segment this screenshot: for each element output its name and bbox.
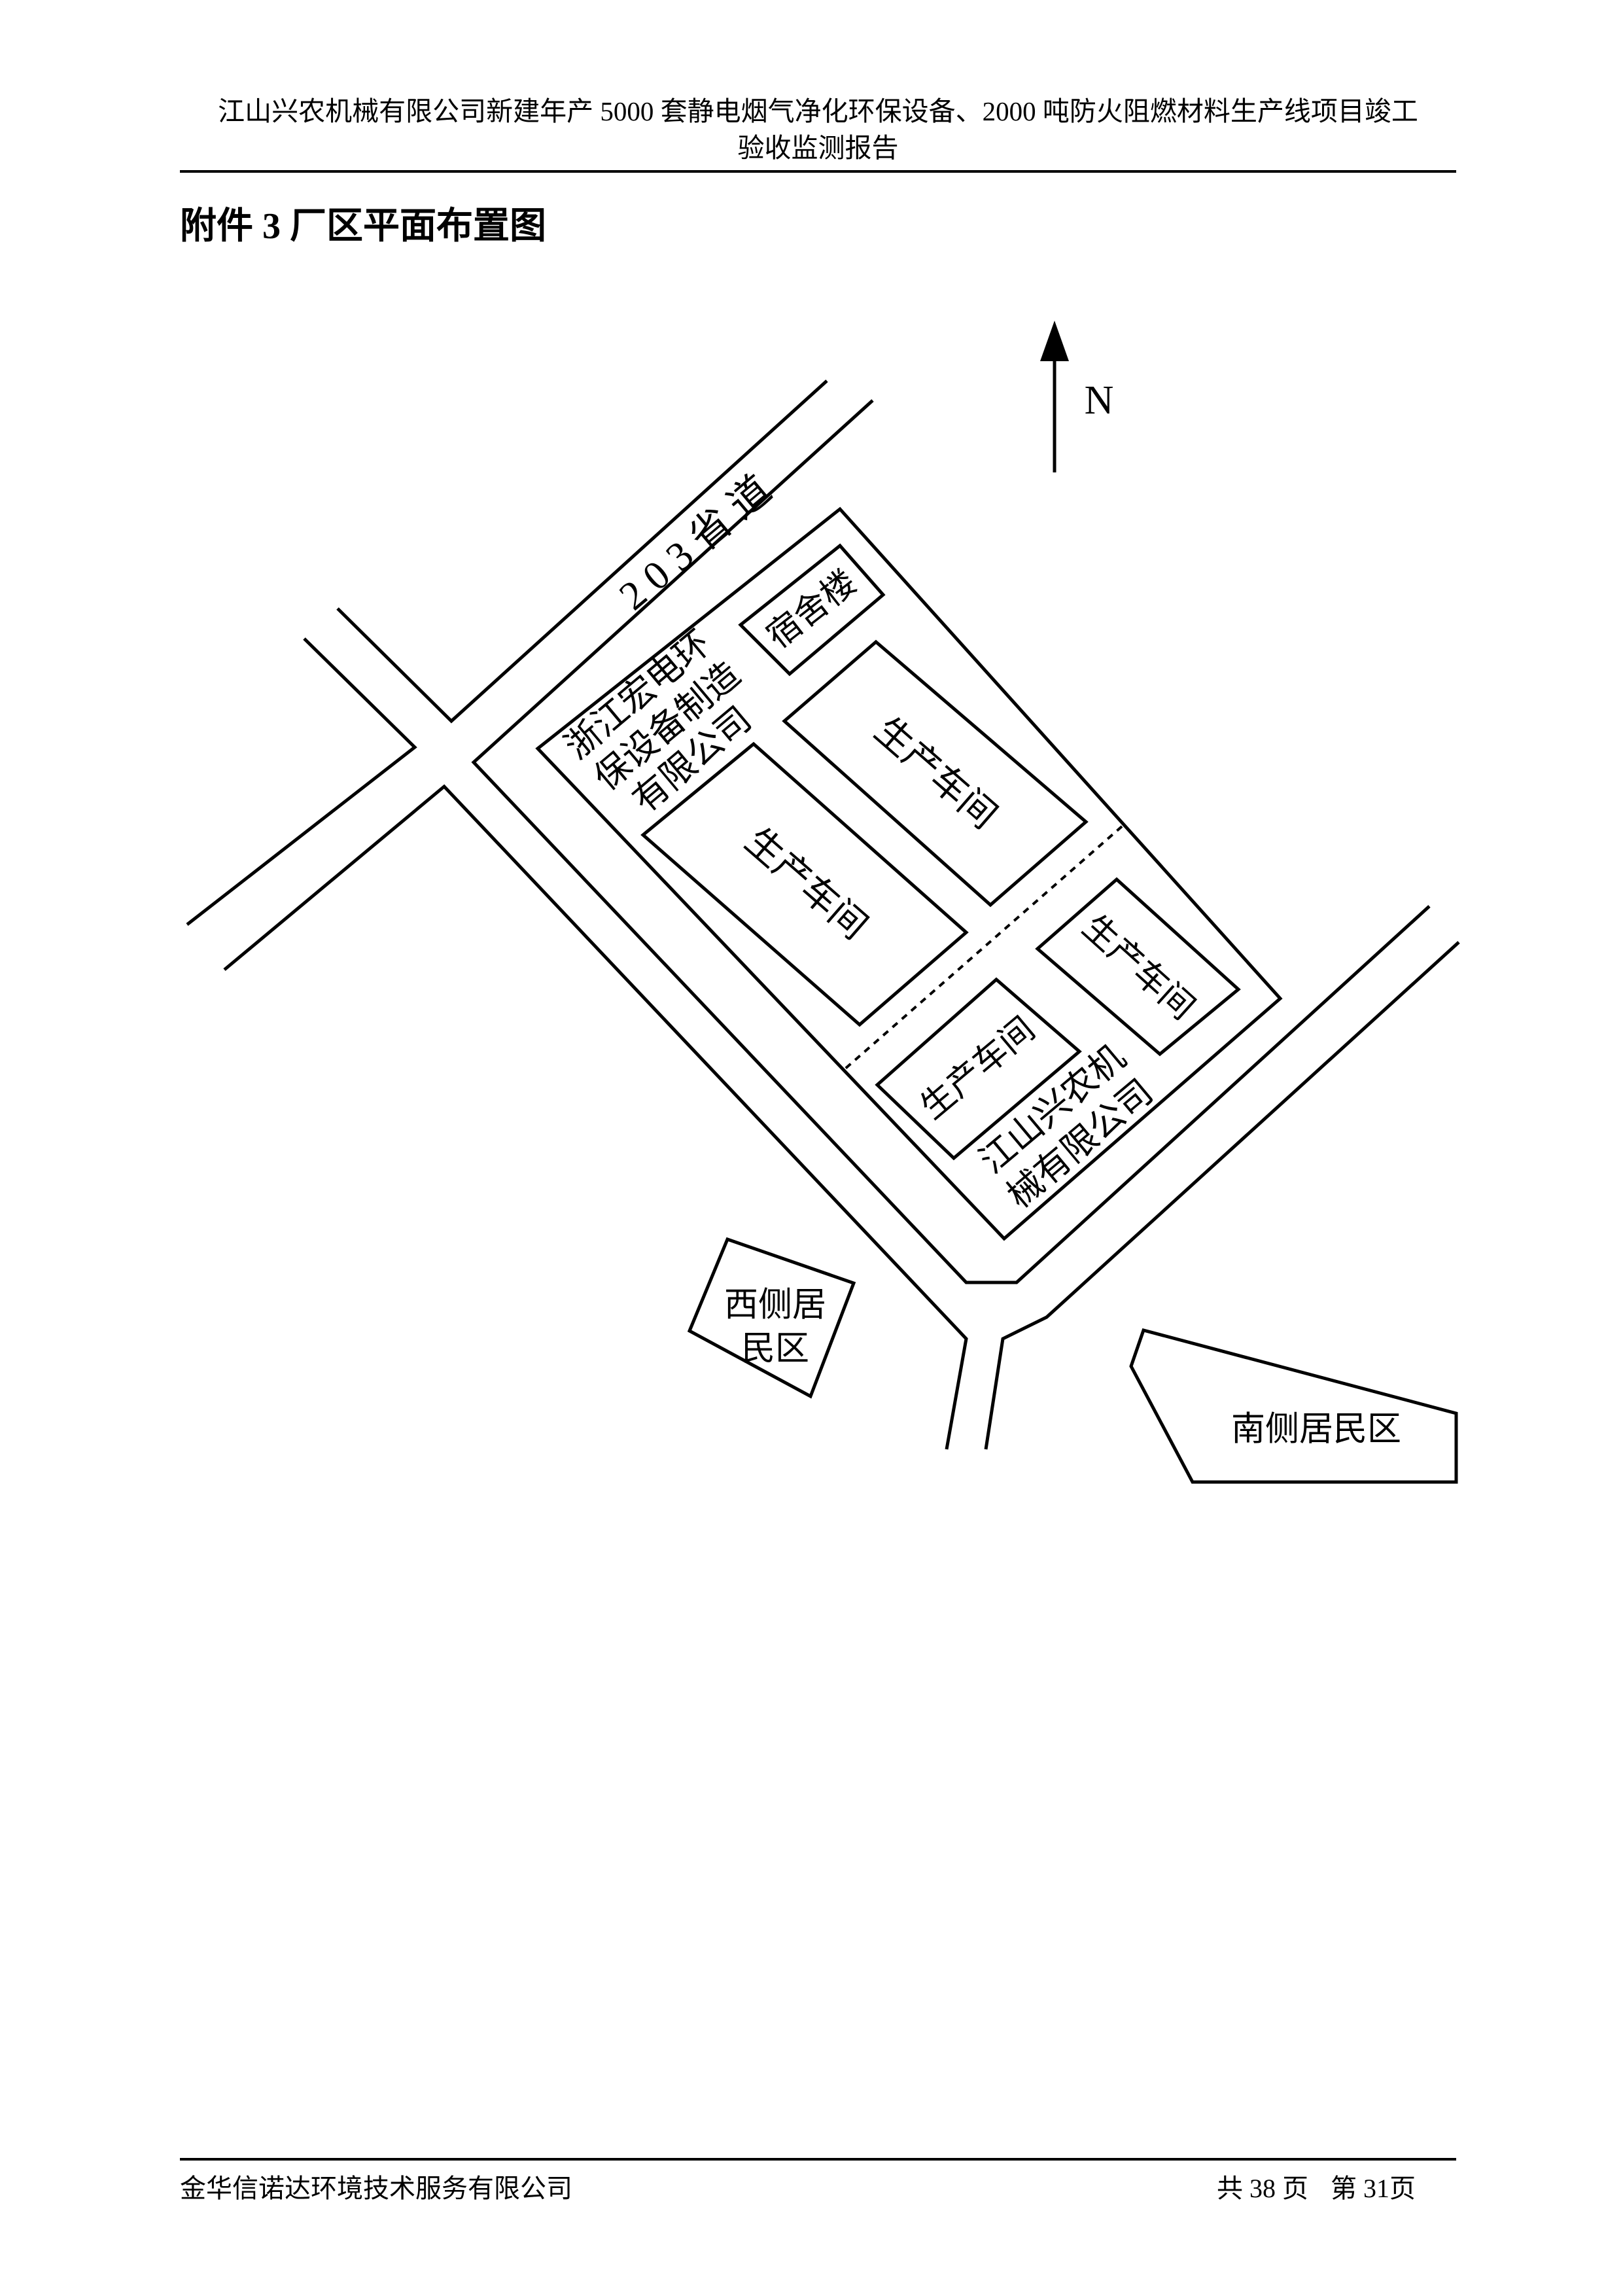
report-header-line1: 江山兴农机械有限公司新建年产 5000 套静电烟气净化环保设备、2000 吨防火… <box>218 96 1418 126</box>
road-203-label: 2 0 3 省 道 <box>611 467 779 618</box>
report-header-line2: 验收监测报告 <box>737 133 899 163</box>
factory-boundary <box>535 506 1283 1241</box>
workshop-d <box>875 977 1082 1161</box>
total-pages: 共 38 页 <box>1217 2174 1308 2203</box>
north-label: N <box>1085 378 1114 423</box>
west-residential-label-line2: 民区 <box>741 1331 809 1368</box>
workshop-c <box>1035 877 1241 1057</box>
workshop-b-label: 生产车间 <box>737 821 875 947</box>
workshop-a-label: 生产车间 <box>867 710 1004 837</box>
footer-company: 金华信诺达环境技术服务有限公司 <box>180 2174 572 2203</box>
current-page: 第 31页 <box>1331 2174 1416 2203</box>
dormitory-label: 宿舍楼 <box>760 564 864 656</box>
header-rule <box>180 170 1456 173</box>
footer-page-info: 共 38 页第 31页 <box>1217 2167 1416 2205</box>
workshop-c-label: 生产车间 <box>1075 908 1202 1027</box>
company-hongdian-label: 浙江宏电环 保设备制造 有限公司 <box>557 623 759 820</box>
road-203 <box>186 380 1460 1450</box>
south-residential-label: 南侧居民区 <box>1231 1411 1401 1449</box>
page-title: 附件 3 厂区平面布置图 <box>180 206 546 247</box>
dormitory-building <box>738 543 886 677</box>
workshop-b <box>640 741 969 1027</box>
west-residential-area <box>687 1237 856 1399</box>
south-residential-area <box>1129 1328 1458 1484</box>
north-arrow-icon <box>1040 321 1069 472</box>
west-residential-label-line1: 西侧居 <box>724 1287 826 1324</box>
footer-rule <box>180 2158 1456 2161</box>
workshop-a <box>782 639 1089 908</box>
